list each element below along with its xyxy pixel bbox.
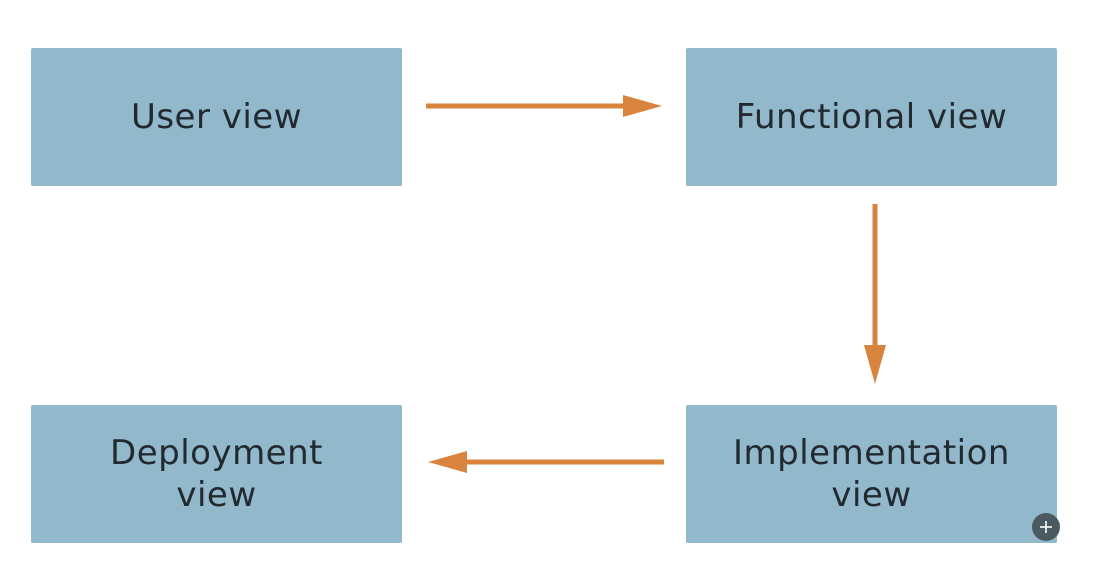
- plus-icon: [1040, 521, 1052, 533]
- user-view-label: User view: [130, 97, 303, 137]
- arrow-head: [623, 95, 662, 117]
- implementation-view-box: Implementation view: [686, 405, 1057, 543]
- functional-view-label: Functional view: [735, 97, 1008, 137]
- implementation-view-label: Implementation view: [733, 433, 1010, 515]
- arrow-user-to-functional: [426, 95, 662, 117]
- arrow-head: [864, 345, 886, 384]
- arrow-head: [428, 451, 467, 473]
- deployment-view-label: Deployment view: [110, 433, 323, 515]
- add-button[interactable]: [1032, 513, 1060, 541]
- functional-view-box: Functional view: [686, 48, 1057, 186]
- arrow-implementation-to-deployment: [428, 451, 664, 473]
- deployment-view-box: Deployment view: [31, 405, 402, 543]
- user-view-box: User view: [31, 48, 402, 186]
- arrow-functional-to-implementation: [864, 204, 886, 384]
